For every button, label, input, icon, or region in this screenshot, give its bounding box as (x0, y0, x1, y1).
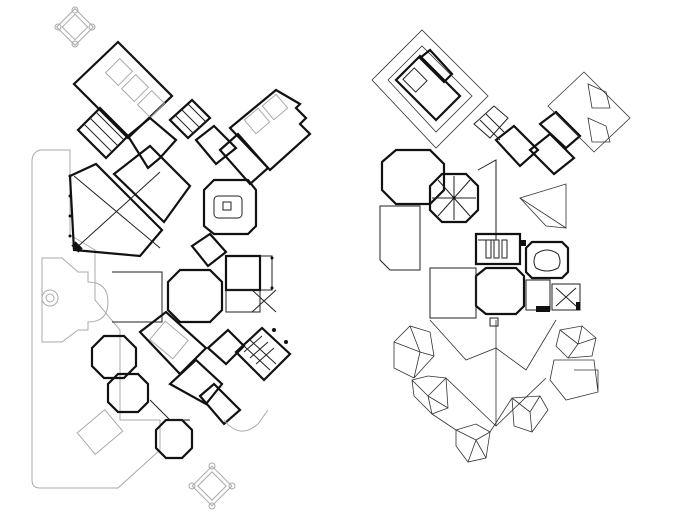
master-bedroom-upper (380, 148, 446, 206)
left-lounge (429, 267, 477, 319)
living-room-below (474, 266, 526, 316)
balcony-stair (473, 105, 509, 141)
family-room (112, 144, 192, 224)
bedroom-diamond (194, 124, 238, 166)
second-floor-plan (371, 29, 631, 463)
gazebo-bottom (188, 462, 236, 510)
gallery-x (68, 162, 164, 258)
octagonal-foyer (166, 268, 224, 324)
guest-wing (371, 29, 489, 149)
stair-block-left (76, 106, 178, 170)
bedroom-suites-right (494, 110, 582, 176)
central-stair (168, 98, 212, 140)
upper-hall (477, 159, 497, 241)
loggia (112, 271, 163, 323)
pool (41, 257, 109, 343)
covered-porch (223, 409, 269, 432)
library-octagon (90, 334, 150, 414)
open-to-below-dome (428, 172, 480, 224)
pantry (190, 232, 228, 268)
roof-plan-lower (393, 319, 599, 463)
pool-deck-outline (31, 149, 161, 489)
hot-tub (76, 409, 124, 455)
roof-right-wing (519, 71, 631, 229)
master-suite-wing (218, 88, 312, 186)
first-floor-plan (31, 6, 312, 510)
gazebo-top (54, 6, 96, 48)
dining-below (474, 232, 522, 266)
lower-center-rooms (168, 328, 246, 426)
media-room (138, 310, 208, 376)
kitchen (202, 178, 258, 236)
garage-wing (72, 40, 174, 140)
sunroom-grid (234, 326, 292, 382)
study-right (224, 254, 277, 313)
spa (41, 289, 59, 307)
master-bath-upper (379, 205, 421, 271)
wine-room (154, 418, 194, 460)
study-ornate (520, 240, 570, 280)
